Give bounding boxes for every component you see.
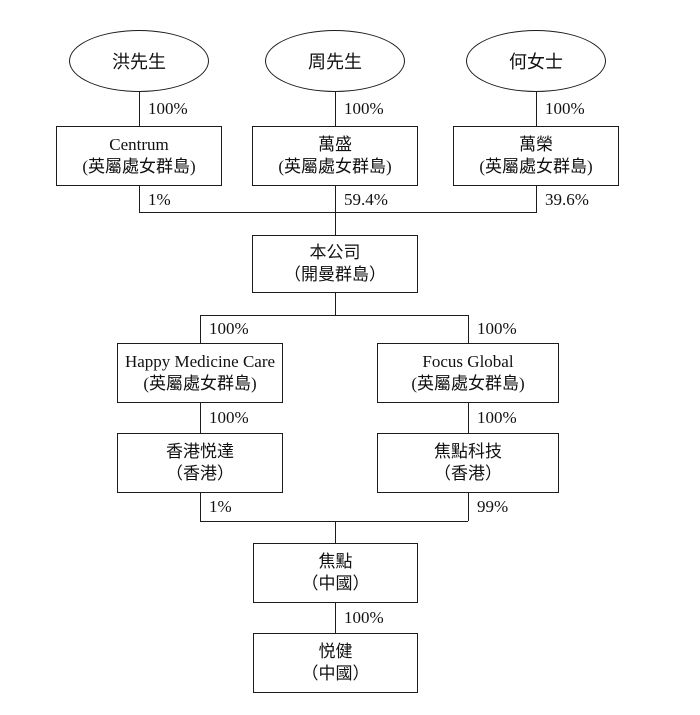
node-hk-yueda-jurisdiction: （香港） — [166, 464, 234, 483]
node-yuejian: 悦健 （中國） — [253, 633, 418, 693]
pct-jiaodian-to-yuejian: 100% — [344, 608, 384, 627]
connector-to-focus — [468, 315, 470, 343]
node-ms-he: 何女士 — [466, 30, 606, 92]
node-happy-medicine-care-name: Happy Medicine Care — [124, 352, 276, 371]
node-wanrong-jurisdiction: (英屬處女群島) — [479, 157, 593, 176]
node-focus-tech-name: 焦點科技 — [434, 442, 502, 461]
node-mr-zhou-label: 周先生 — [308, 52, 362, 72]
node-wansheng: 萬盛 (英屬處女群島) — [252, 126, 418, 186]
node-focus-tech: 焦點科技 （香港） — [377, 433, 559, 493]
connector-focus-to-focus-tech — [468, 403, 470, 433]
node-jiaodian: 焦點 （中國） — [253, 543, 418, 603]
pct-focus-tech-to-jiaodian: 99% — [477, 497, 509, 516]
connector-jiaodian-to-yuejian — [335, 603, 337, 633]
connector-bus-to-company — [335, 212, 337, 235]
connector-he-to-wanrong — [536, 92, 538, 126]
node-wanrong-name: 萬榮 — [519, 135, 553, 154]
node-focus-global-name: Focus Global — [422, 352, 514, 371]
connector-wanrong-to-bus — [536, 186, 538, 212]
node-centrum: Centrum (英屬處女群島) — [56, 126, 222, 186]
pct-hk-yueda-to-jiaodian: 1% — [209, 497, 232, 516]
pct-wanrong-to-company: 39.6% — [545, 190, 589, 209]
node-jiaodian-jurisdiction: （中國） — [301, 574, 370, 593]
node-mr-hong-label: 洪先生 — [112, 52, 166, 72]
node-mr-zhou: 周先生 — [265, 30, 405, 92]
node-wansheng-jurisdiction: (英屬處女群島) — [278, 157, 392, 176]
connector-merge-bus — [200, 521, 468, 523]
pct-happy-to-hk-yueda: 100% — [209, 408, 249, 427]
node-hk-yueda-name: 香港悦達 — [166, 442, 234, 461]
connector-branch-bus — [200, 315, 468, 317]
connector-centrum-to-bus — [139, 186, 141, 212]
node-ms-he-label: 何女士 — [509, 52, 563, 72]
node-jiaodian-name: 焦點 — [318, 552, 353, 571]
pct-hong-to-centrum: 100% — [148, 99, 188, 118]
node-wanrong: 萬榮 (英屬處女群島) — [453, 126, 619, 186]
pct-company-to-focus: 100% — [477, 319, 517, 338]
node-yuejian-jurisdiction: （中國） — [301, 664, 370, 683]
connector-wansheng-to-bus — [335, 186, 337, 212]
connector-bus-to-jiaodian — [335, 521, 337, 543]
pct-he-to-wanrong: 100% — [545, 99, 585, 118]
node-happy-medicine-care-jurisdiction: (英屬處女群島) — [143, 374, 257, 393]
connector-hk-yueda-down — [200, 493, 202, 521]
node-focus-tech-jurisdiction: （香港） — [434, 464, 502, 483]
node-wansheng-name: 萬盛 — [318, 135, 352, 154]
pct-centrum-to-company: 1% — [148, 190, 171, 209]
node-centrum-name: Centrum — [109, 135, 169, 154]
pct-company-to-happy: 100% — [209, 319, 249, 338]
node-company-name: 本公司 — [309, 243, 361, 262]
connector-to-happy — [200, 315, 202, 343]
connector-company-down — [335, 293, 337, 315]
node-yuejian-name: 悦健 — [318, 642, 353, 661]
connector-hong-to-centrum — [139, 92, 141, 126]
node-hk-yueda: 香港悦達 （香港） — [117, 433, 283, 493]
pct-zhou-to-wansheng: 100% — [344, 99, 384, 118]
connector-bus-top — [139, 212, 537, 214]
pct-wansheng-to-company: 59.4% — [344, 190, 388, 209]
pct-focus-to-focus-tech: 100% — [477, 408, 517, 427]
node-happy-medicine-care: Happy Medicine Care (英屬處女群島) — [117, 343, 283, 403]
connector-focus-tech-down — [468, 493, 470, 521]
connector-happy-to-hk-yueda — [200, 403, 202, 433]
node-company-jurisdiction: （開曼群島） — [284, 265, 386, 284]
node-focus-global: Focus Global (英屬處女群島) — [377, 343, 559, 403]
node-focus-global-jurisdiction: (英屬處女群島) — [411, 374, 525, 393]
node-centrum-jurisdiction: (英屬處女群島) — [82, 157, 196, 176]
connector-zhou-to-wansheng — [335, 92, 337, 126]
node-mr-hong: 洪先生 — [69, 30, 209, 92]
node-company: 本公司 （開曼群島） — [252, 235, 418, 293]
